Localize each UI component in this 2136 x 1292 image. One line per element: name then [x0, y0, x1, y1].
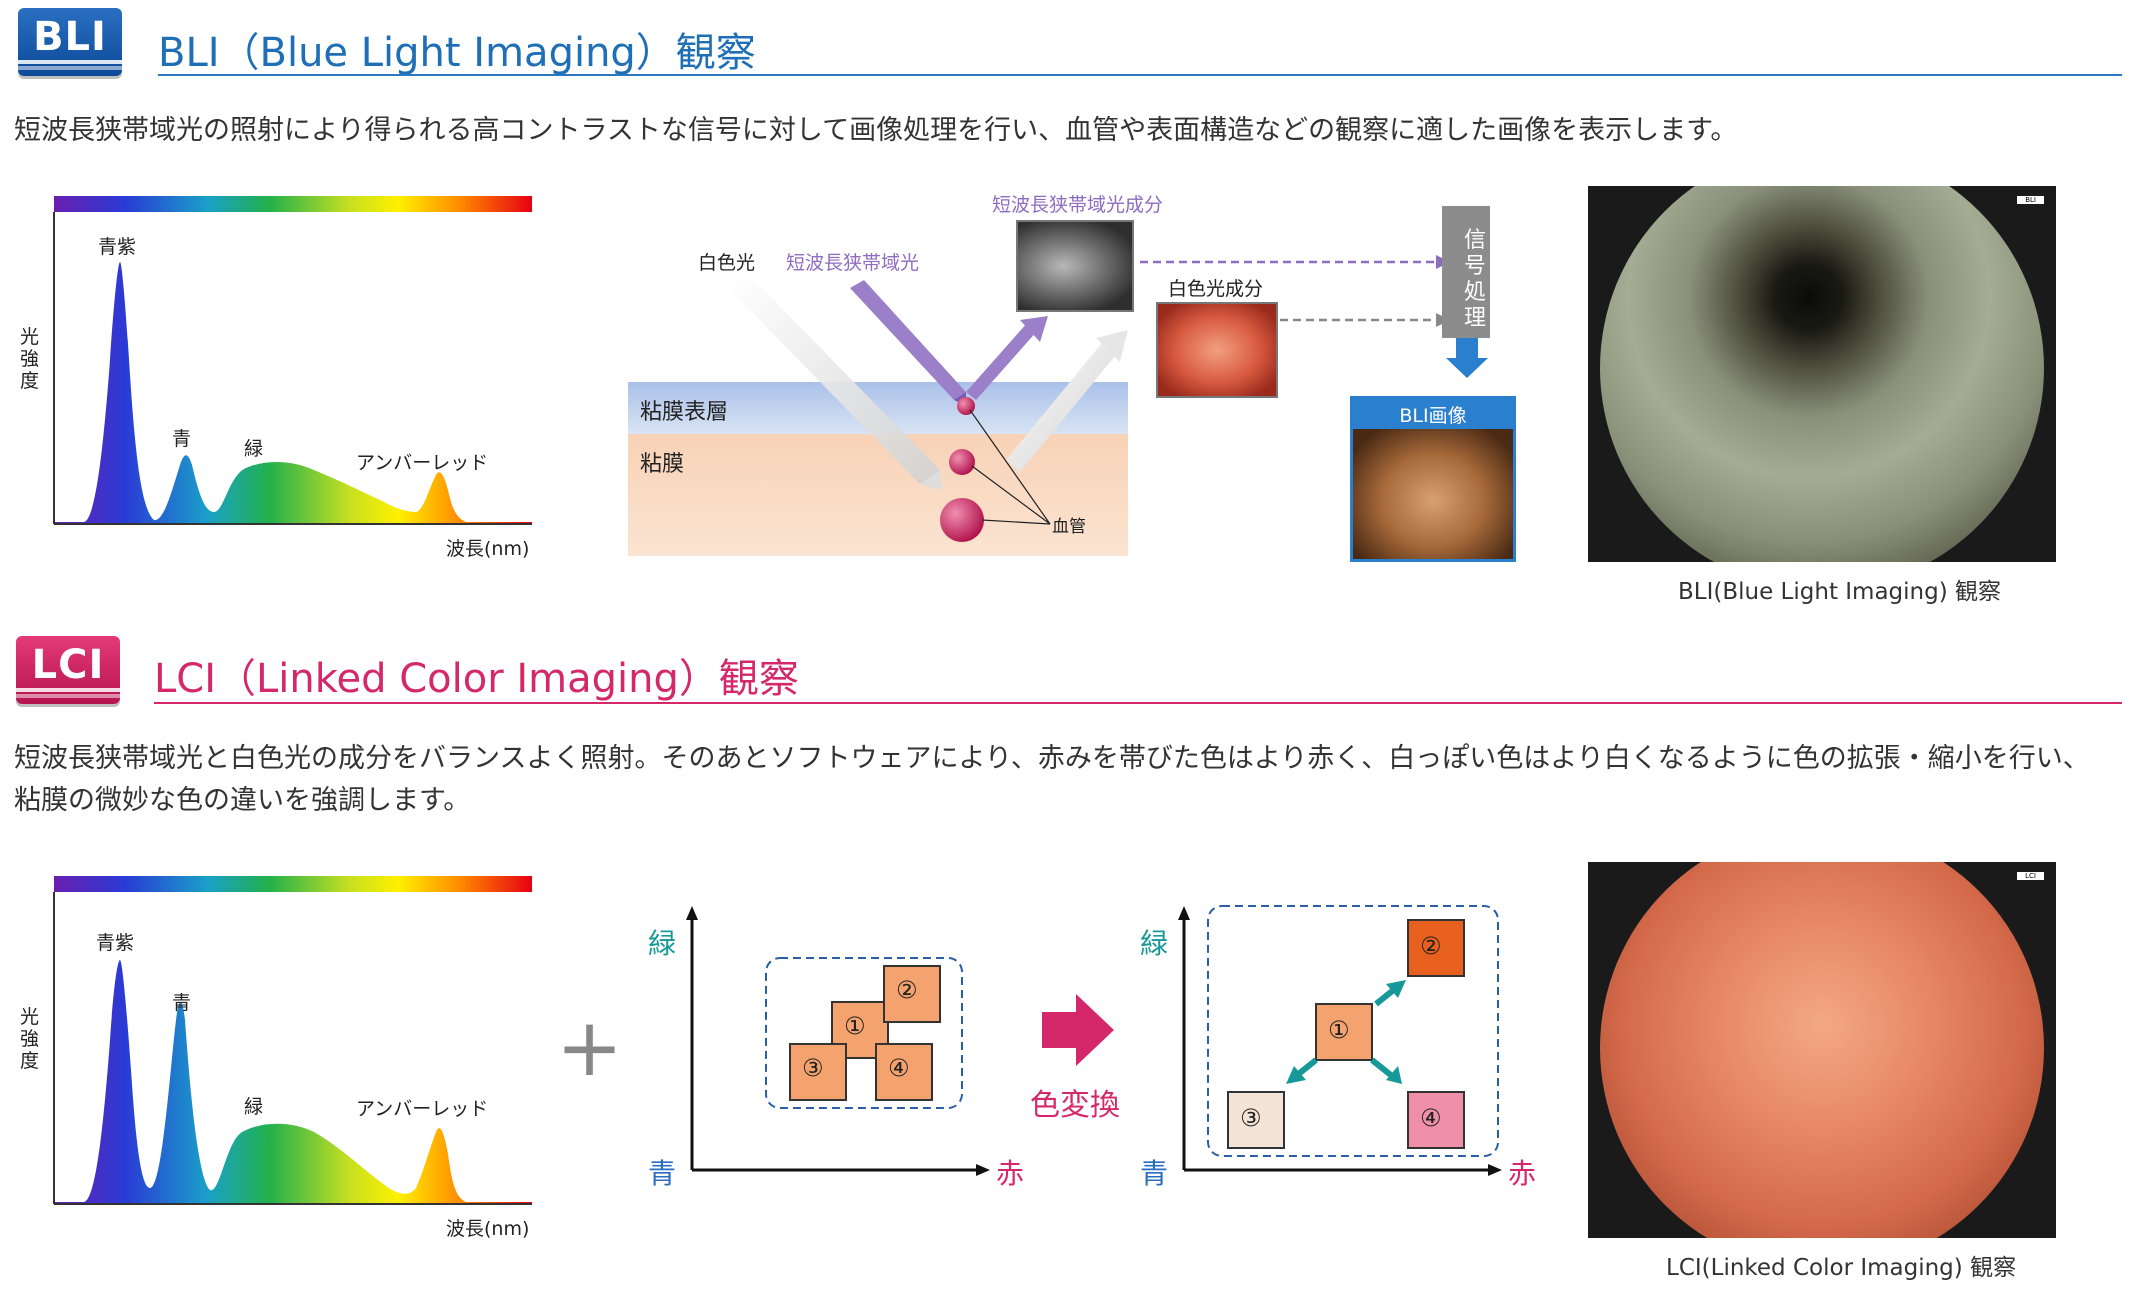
label-narrowband-light: 短波長狭帯域光 — [786, 252, 920, 274]
lci-peak-label-violet: 青紫 — [96, 932, 135, 954]
bli-peak-label-green: 緑 — [244, 438, 264, 460]
label-signal-processing: 信号処理 — [1464, 228, 1487, 331]
white-light-beam — [730, 276, 940, 484]
spectrum-curve — [54, 960, 532, 1204]
before-box-3-label: ③ — [802, 1054, 824, 1082]
lci-spectrum-chart — [53, 876, 532, 1205]
left-axis-red: 赤 — [996, 1157, 1025, 1190]
label-surface-layer: 粘膜表層 — [640, 400, 729, 425]
bli-logo: BLI — [18, 8, 122, 76]
right-axis-red: 赤 — [1508, 1157, 1537, 1190]
bli-y-axis-label: 光強度 — [20, 326, 40, 392]
after-box-4 — [1407, 1091, 1465, 1149]
label-narrowband-component: 短波長狭帯域光成分 — [992, 194, 1164, 216]
vessel-medium — [949, 449, 975, 475]
lci-color-conversion-diagram — [686, 905, 1502, 1176]
narrowband-beam — [850, 280, 966, 400]
bli-caption: BLI(Blue Light Imaging) 観察 — [1678, 579, 2001, 605]
bli-x-axis-label: 波長(nm) — [446, 538, 530, 560]
lci-photo-tag: LCI — [2017, 872, 2044, 880]
spectrum-curve — [54, 262, 532, 524]
reflect-white-beam — [1006, 338, 1120, 472]
vessel-large — [940, 498, 984, 542]
lci-description-line1: 短波長狭帯域光と白色光の成分をバランスよく照射。そのあとソフトウェアにより、赤み… — [14, 743, 2090, 774]
left-axis-green: 緑 — [648, 927, 677, 960]
narrowband-component-image — [1016, 220, 1134, 312]
before-box-4-label: ④ — [888, 1054, 910, 1082]
before-box-2-label: ② — [896, 976, 918, 1004]
bli-endoscopy-photo: BLI — [1588, 186, 2056, 562]
right-axis-green: 緑 — [1140, 927, 1169, 960]
right-axis-blue: 青 — [1140, 1157, 1169, 1190]
plus-sign: + — [556, 1001, 624, 1094]
lci-endoscopy-photo: LCI — [1588, 862, 2056, 1238]
lci-divider — [154, 702, 2122, 704]
mucosa-layer — [628, 434, 1128, 556]
before-box-3 — [789, 1043, 847, 1101]
down-arrow — [1446, 338, 1488, 378]
before-box-2 — [883, 965, 941, 1023]
lci-logo: LCI — [16, 636, 120, 704]
spectrum-bar — [54, 196, 532, 212]
label-vessel: 血管 — [1052, 517, 1086, 537]
bli-endoscopy-view — [1600, 186, 2044, 562]
bli-output-label: BLI画像 — [1399, 405, 1467, 427]
after-group-boundary — [1207, 905, 1499, 1157]
after-box-3 — [1227, 1091, 1285, 1149]
before-box-1-label: ① — [844, 1012, 866, 1040]
lci-peak-label-green: 緑 — [244, 1096, 264, 1118]
white-component-image — [1156, 302, 1278, 398]
spectrum-bar — [54, 876, 532, 892]
bli-peak-label-amber: アンバーレッド — [356, 452, 489, 474]
label-mucosa: 粘膜 — [640, 452, 685, 477]
label-white-light: 白色光 — [698, 252, 756, 274]
bli-description: 短波長狭帯域光の照射により得られる高コントラストな信号に対して画像処理を行い、血… — [14, 115, 1738, 146]
lci-x-axis-label: 波長(nm) — [446, 1218, 530, 1240]
bli-spectrum-chart — [53, 196, 532, 525]
lci-peak-label-amber: アンバーレッド — [356, 1098, 489, 1120]
conversion-label: 色変換 — [1030, 1088, 1120, 1123]
lci-endoscopy-view — [1600, 862, 2044, 1238]
after-box-3-label: ③ — [1240, 1104, 1262, 1132]
lci-y-axis-label: 光強度 — [20, 1006, 40, 1072]
label-white-component: 白色光成分 — [1168, 278, 1264, 300]
conversion-arrow — [1042, 994, 1114, 1066]
bli-logo-text: BLI — [33, 14, 107, 60]
bli-title: BLI（Blue Light Imaging）観察 — [158, 30, 756, 76]
before-group-boundary — [765, 957, 963, 1109]
lci-peak-label-blue: 青 — [172, 992, 192, 1014]
bli-mechanism-diagram — [628, 206, 1490, 556]
bli-output-panel: BLI画像 — [1350, 396, 1516, 562]
after-box-4-label: ④ — [1420, 1104, 1442, 1132]
bli-divider — [158, 74, 2122, 76]
after-box-1 — [1315, 1003, 1373, 1061]
bli-peak-label-blue: 青 — [172, 428, 192, 450]
after-box-2 — [1407, 919, 1465, 977]
after-box-2-label: ② — [1420, 932, 1442, 960]
lci-title: LCI（Linked Color Imaging）観察 — [154, 656, 799, 702]
bli-peak-label-violet: 青紫 — [98, 236, 137, 258]
signal-processing-box — [1442, 206, 1490, 338]
after-box-1-label: ① — [1328, 1016, 1350, 1044]
lci-description-line2: 粘膜の微妙な色の違いを強調します。 — [14, 785, 471, 816]
before-box-4 — [875, 1043, 933, 1101]
left-axis-blue: 青 — [648, 1157, 677, 1190]
bli-output-image — [1353, 429, 1513, 559]
reflect-narrowband-beam — [966, 322, 1038, 400]
lci-logo-text: LCI — [31, 642, 105, 688]
bli-photo-tag: BLI — [2017, 196, 2044, 204]
lci-caption: LCI(Linked Color Imaging) 観察 — [1666, 1255, 2017, 1281]
